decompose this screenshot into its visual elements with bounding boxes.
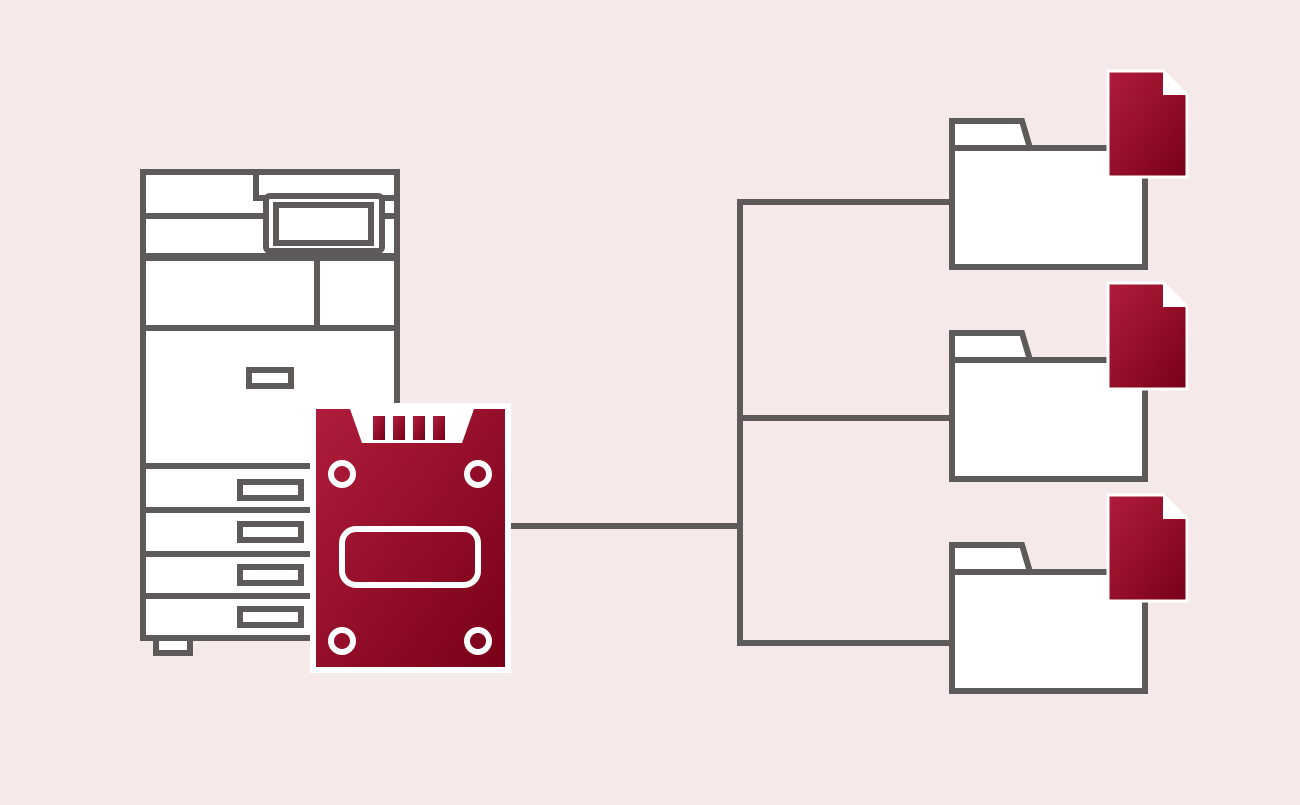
document-icon <box>1106 281 1189 391</box>
document-icon <box>1106 493 1189 603</box>
connection-lines <box>508 199 951 646</box>
document-icon <box>1106 69 1189 179</box>
storage-module-icon <box>310 403 511 673</box>
